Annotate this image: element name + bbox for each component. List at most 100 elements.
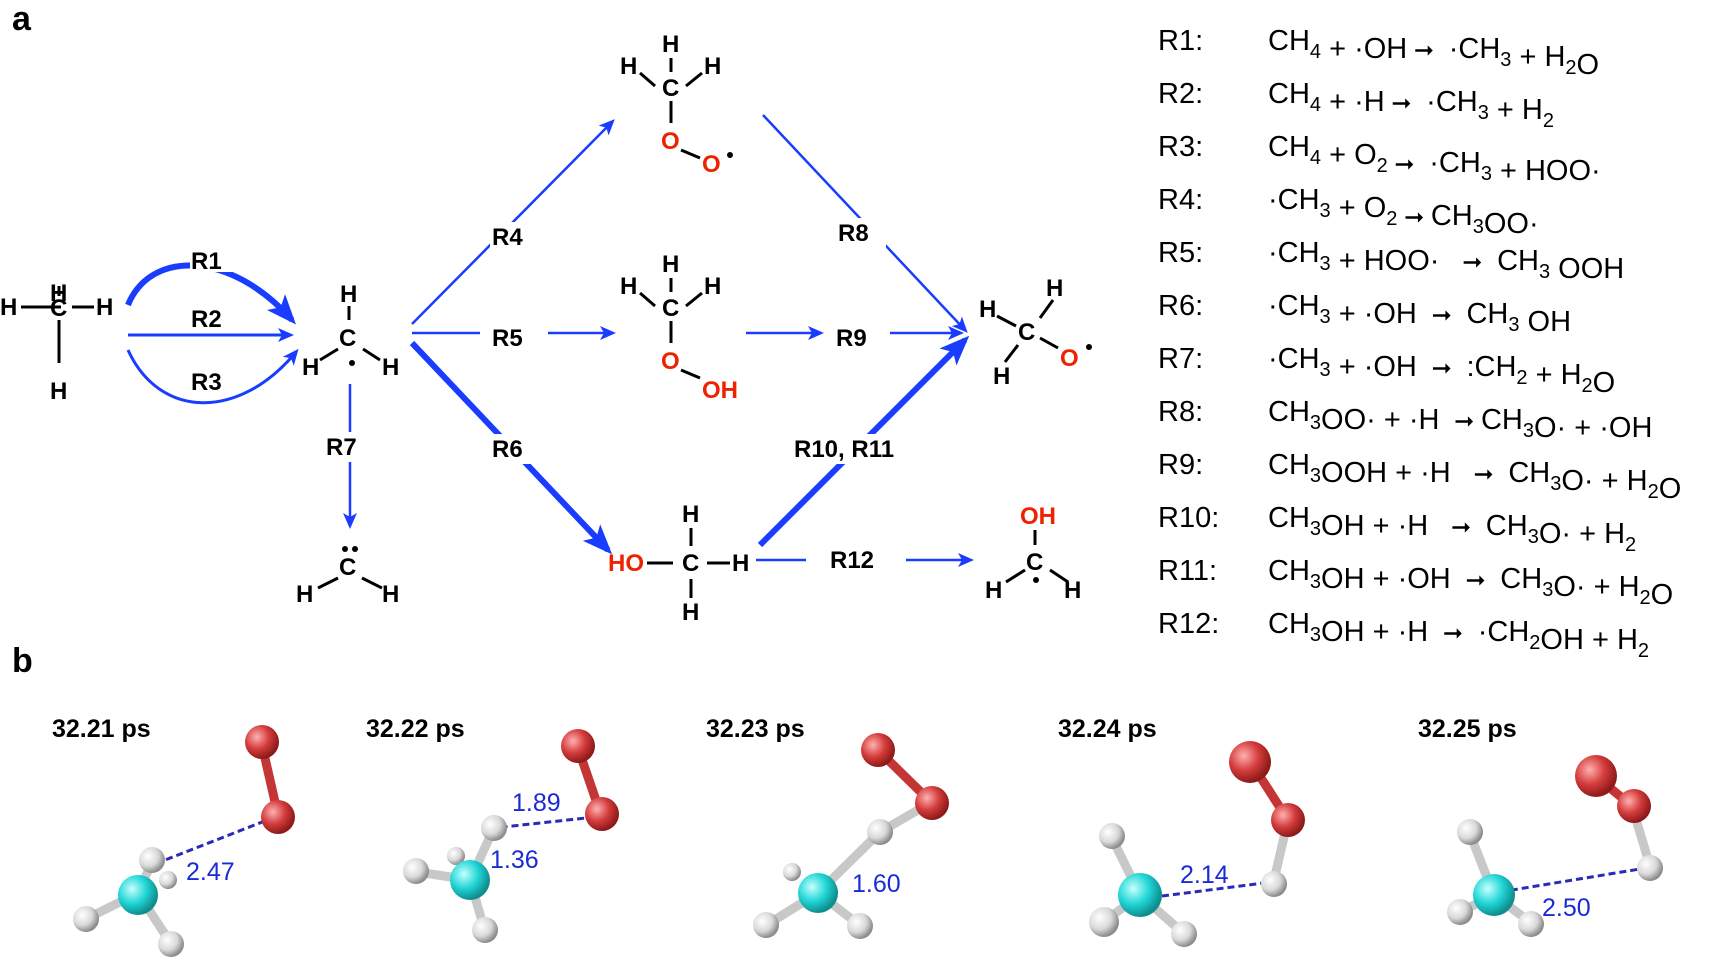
snapshot-time: 32.23 ps (706, 715, 805, 743)
snapshot-time: 32.21 ps (52, 715, 151, 743)
snapshot-distance: 1.60 (852, 870, 901, 898)
snapshot-time: 32.24 ps (1058, 715, 1157, 743)
radical-dot (352, 546, 358, 552)
label-r9: R9 (836, 325, 867, 352)
equation-text: ·CH3 + ·OH ➞ :CH2 + H2O (1268, 343, 1615, 399)
methylene-structure: C H H (296, 546, 399, 608)
equation-id: R11: (1158, 555, 1217, 587)
equation-id: R6: (1158, 290, 1203, 322)
equation-id: R1: (1158, 25, 1203, 57)
atom-h: H (979, 296, 996, 323)
label-r5: R5 (492, 325, 523, 352)
atom-h: H (302, 354, 319, 381)
atom-o: O (661, 128, 680, 155)
snapshot-time: 32.22 ps (366, 715, 465, 743)
atom-h: H (985, 577, 1002, 604)
md-snapshots: 32.21 ps 2.47 32.22 ps (52, 715, 1663, 957)
equation-id: R5: (1158, 237, 1203, 269)
atom-o: O (1060, 345, 1079, 372)
equation-id: R10: (1158, 502, 1219, 534)
equation-text: ·CH3 + HOO· ➞ CH3 OOH (1268, 237, 1624, 285)
label-r10-r11: R10, R11 (794, 436, 894, 463)
atom-oh: OH (702, 377, 738, 404)
equation-id: R4: (1158, 184, 1203, 216)
snapshot-1: 32.21 ps 2.47 (52, 715, 295, 957)
label-r1: R1 (191, 248, 222, 275)
atom-h: H (340, 281, 357, 308)
radical-dot (349, 360, 355, 366)
equation-text: ·CH3 + ·OH ➞ CH3 OH (1268, 290, 1571, 338)
equation-id: R7: (1158, 343, 1203, 375)
methylperoxy-structure: H H C H O O (620, 31, 733, 178)
atom-h: H (993, 363, 1010, 390)
radical-dot (1086, 344, 1092, 350)
equation-id: R3: (1158, 131, 1203, 163)
equation-text: CH4 + O2 ➞ ·CH3 + HOO· (1268, 131, 1601, 187)
atom-o: O (702, 151, 721, 178)
equation-id: R12: (1158, 608, 1219, 640)
snapshot-time: 32.25 ps (1418, 715, 1517, 743)
label-r3: R3 (191, 369, 222, 396)
label-r12: R12 (830, 547, 874, 574)
equation-id: R2: (1158, 78, 1203, 110)
arrow-r3 (126, 348, 299, 405)
snapshot-distance: 2.47 (186, 858, 235, 886)
atom-h: H (296, 581, 313, 608)
equation-text: CH4 + ·OH ➞ ·CH3 + H2O (1268, 25, 1599, 81)
atom-h: H (50, 378, 67, 405)
equation-text: CH3OH + ·H ➞ CH3O· + H2 (1268, 502, 1636, 556)
atom-h: H (704, 273, 721, 300)
atom-h: H (382, 581, 399, 608)
atom-ho: HO (608, 550, 644, 577)
label-r2: R2 (191, 306, 222, 333)
hydroxymethyl-structure: OH C H H (985, 503, 1081, 604)
reaction-labels: R1 R2 R3 R7 R4 R5 R6 R8 R9 R10, R11 R12 (190, 218, 920, 574)
atom-h: H (1046, 275, 1063, 302)
atom-c: C (50, 295, 67, 322)
atom-h: H (620, 53, 637, 80)
atom-h: H (96, 294, 113, 321)
atom-h: H (682, 599, 699, 626)
snapshot-2: 32.22 ps 1.89 1.36 (366, 715, 619, 943)
atom-c: C (339, 325, 356, 352)
atom-h: H (382, 354, 399, 381)
panel-label-b: b (12, 642, 33, 680)
atom-h: H (662, 251, 679, 278)
atom-c: C (1026, 549, 1043, 576)
atom-oh: OH (1020, 503, 1056, 530)
equation-id: R8: (1158, 396, 1203, 428)
snapshot-distance: 2.50 (1542, 894, 1591, 922)
atom-c: C (1018, 319, 1035, 346)
equation-text: CH3OH + ·OH ➞ CH3O· + H2O (1268, 555, 1673, 611)
equation-text: CH3OH + ·H ➞ ·CH2OH + H2 (1268, 608, 1649, 662)
methanol-structure: H HO C H H (608, 501, 749, 626)
equation-id: R9: (1158, 449, 1203, 481)
label-r7: R7 (326, 434, 357, 461)
atom-h: H (50, 280, 67, 307)
snapshot-distance: 1.89 (512, 789, 561, 817)
label-r8: R8 (838, 220, 869, 247)
label-r6: R6 (492, 436, 523, 463)
snapshot-distance: 2.14 (1180, 861, 1229, 889)
snapshot-5: 32.25 ps 2.50 (1418, 715, 1663, 937)
atom-c: C (682, 550, 699, 577)
atom-h: H (682, 501, 699, 528)
equation-text: CH3OOH + ·H ➞ CH3O· + H2O (1268, 449, 1681, 505)
atom-c: C (339, 554, 356, 581)
atom-h: H (1064, 577, 1081, 604)
atom-h: H (662, 31, 679, 58)
snapshot-distance-2: 1.36 (490, 846, 539, 874)
methoxy-structure: H H C H O (979, 275, 1092, 390)
atom-h: H (732, 550, 749, 577)
panel-label-a: a (12, 0, 32, 38)
atom-h: H (620, 273, 637, 300)
atom-h: H (0, 294, 17, 321)
equation-text: ·CH3 + O2 ➞ CH3OO· (1268, 184, 1539, 240)
radical-dot (342, 546, 348, 552)
snapshot-3: 32.23 ps 1.60 (706, 715, 949, 939)
atom-c: C (662, 295, 679, 322)
snapshot-4: 32.24 ps 2.14 (1058, 715, 1305, 947)
methyl-radical-structure: H C H H (302, 281, 399, 381)
